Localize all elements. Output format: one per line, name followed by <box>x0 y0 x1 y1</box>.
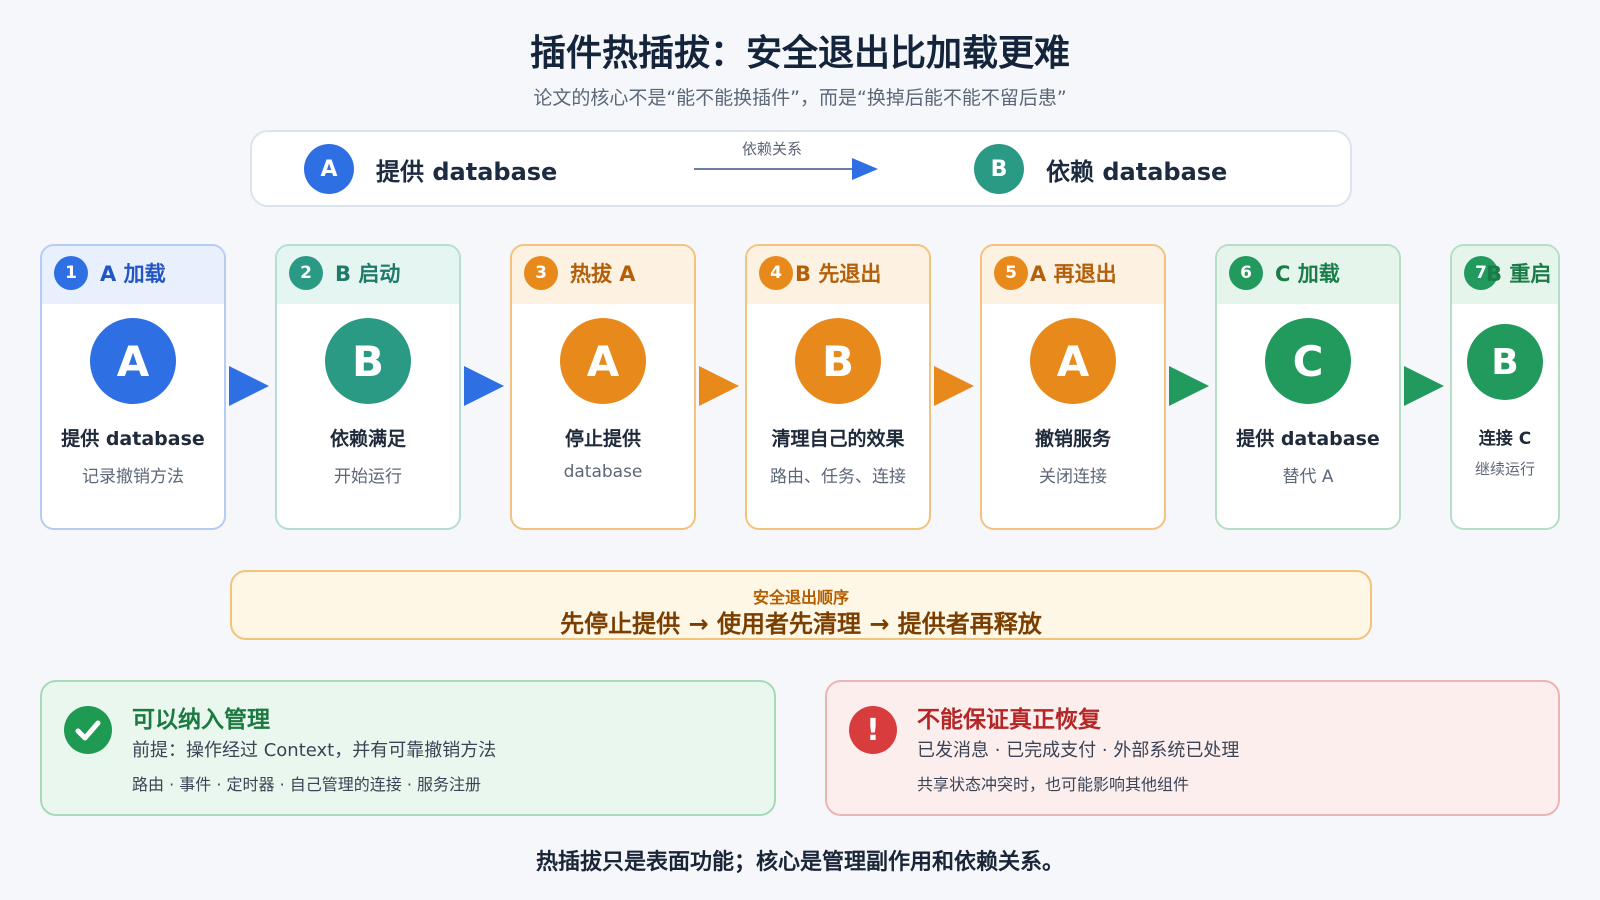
dependency-arrow-icon <box>694 158 878 180</box>
step-number: 5 <box>994 256 1028 290</box>
flow-arrow-icon <box>464 366 504 406</box>
cannot-recover-panel: ! 不能保证真正恢复 已发消息 · 已完成支付 · 外部系统已处理 共享状态冲突… <box>825 680 1560 816</box>
step-main-text: 停止提供 <box>564 428 641 450</box>
step-main-text: 连接 C <box>1478 429 1532 449</box>
step-title: B 先退出 <box>795 262 882 286</box>
safe-exit-order-label: 安全退出顺序 <box>752 588 849 607</box>
step-card-b-start: 2 B 启动 B 依赖满足 开始运行 <box>275 244 461 530</box>
step-sub-text: 关闭连接 <box>1039 467 1107 487</box>
cannot-recover-line2: 共享状态冲突时，也可能影响其他组件 <box>917 775 1190 794</box>
dependency-relation-label: 依赖关系 <box>741 140 802 158</box>
page-title: 插件热插拔：安全退出比加载更难 <box>529 33 1070 74</box>
flow-arrow-icon <box>699 366 739 406</box>
plugin-a-badge: A <box>304 144 354 194</box>
step-card-header: 3 热拔 A <box>512 246 694 304</box>
flow-arrow-icon <box>934 366 974 406</box>
can-manage-line1: 前提：操作经过 Context，并有可靠撤销方法 <box>132 740 497 761</box>
plugin-circle: A <box>560 318 646 404</box>
step-card-header: 6 C 加载 <box>1217 246 1399 304</box>
step-card-header: 2 B 启动 <box>277 246 459 304</box>
step-number: 7 <box>1464 256 1498 290</box>
plugin-circle: A <box>1030 318 1116 404</box>
flow-arrow-icon <box>1169 366 1209 406</box>
step-title: A 再退出 <box>1030 262 1117 286</box>
step-sub-text: database <box>563 462 643 482</box>
step-card-header: 4 B 先退出 <box>747 246 929 304</box>
step-main-text: 提供 database <box>61 428 205 450</box>
plugin-a-label: 提供 database <box>376 158 558 186</box>
safe-exit-order-text: 先停止提供 → 使用者先清理 → 提供者再释放 <box>560 610 1042 638</box>
step-title: C 加载 <box>1275 262 1340 286</box>
can-manage-panel: 可以纳入管理 前提：操作经过 Context，并有可靠撤销方法 路由 · 事件 … <box>40 680 776 816</box>
flow-arrow-icon <box>229 366 269 406</box>
step-card-header: 1 A 加载 <box>42 246 224 304</box>
step-number: 6 <box>1229 256 1263 290</box>
cannot-recover-title: 不能保证真正恢复 <box>917 707 1101 733</box>
step-title: B 启动 <box>335 262 401 286</box>
page-subtitle: 论文的核心不是“能不能换插件”，而是“换掉后能不能不留后患” <box>533 87 1067 109</box>
step-main-text: 清理自己的效果 <box>771 428 905 450</box>
step-card-b-exit: 4 B 先退出 B 清理自己的效果 路由、任务、连接 <box>745 244 931 530</box>
warning-exclamation-icon: ! <box>849 706 897 754</box>
step-sub-text: 记录撤销方法 <box>82 467 184 487</box>
step-title: A 加载 <box>100 262 166 286</box>
can-manage-title: 可以纳入管理 <box>132 707 270 733</box>
step-card-a-load: 1 A 加载 A 提供 database 记录撤销方法 <box>40 244 226 530</box>
plugin-circle: A <box>90 318 176 404</box>
footer-summary: 热插拔只是表面功能；核心是管理副作用和依赖关系。 <box>535 850 1064 875</box>
step-title: 热拔 A <box>570 262 636 286</box>
step-number: 4 <box>759 256 793 290</box>
step-sub-text: 替代 A <box>1282 467 1334 487</box>
safe-exit-order-box: 安全退出顺序 先停止提供 → 使用者先清理 → 提供者再释放 <box>230 570 1372 640</box>
step-sub-text: 继续运行 <box>1474 460 1535 478</box>
plugin-circle: C <box>1265 318 1351 404</box>
plugin-b-label: 依赖 database <box>1046 158 1228 186</box>
step-main-text: 撤销服务 <box>1034 428 1111 450</box>
step-number: 1 <box>54 256 88 290</box>
step-number: 2 <box>289 256 323 290</box>
dependency-bar: A 提供 database 依赖关系 B 依赖 database <box>250 130 1352 207</box>
plugin-circle: B <box>325 318 411 404</box>
step-main-text: 依赖满足 <box>329 428 406 450</box>
step-card-c-load: 6 C 加载 C 提供 database 替代 A <box>1215 244 1401 530</box>
step-number: 3 <box>524 256 558 290</box>
step-card-b-restart: 7 B 重启 B 连接 C 继续运行 <box>1450 244 1560 530</box>
step-card-a-exit: 5 A 再退出 A 撤销服务 关闭连接 <box>980 244 1166 530</box>
step-title: B 重启 <box>1486 262 1552 286</box>
plugin-circle: B <box>1467 324 1543 400</box>
step-main-text: 提供 database <box>1236 428 1380 450</box>
flow-arrow-icon <box>1404 366 1444 406</box>
can-manage-line2: 路由 · 事件 · 定时器 · 自己管理的连接 · 服务注册 <box>132 775 482 794</box>
plugin-b-badge: B <box>974 144 1024 194</box>
cannot-recover-line1: 已发消息 · 已完成支付 · 外部系统已处理 <box>917 740 1240 761</box>
step-card-header: 5 A 再退出 <box>982 246 1164 304</box>
step-sub-text: 路由、任务、连接 <box>770 467 906 487</box>
plugin-circle: B <box>795 318 881 404</box>
step-sub-text: 开始运行 <box>334 467 402 487</box>
step-card-unplug-a: 3 热拔 A A 停止提供 database <box>510 244 696 530</box>
check-icon <box>64 706 112 754</box>
step-card-header: 7 B 重启 <box>1452 246 1558 304</box>
